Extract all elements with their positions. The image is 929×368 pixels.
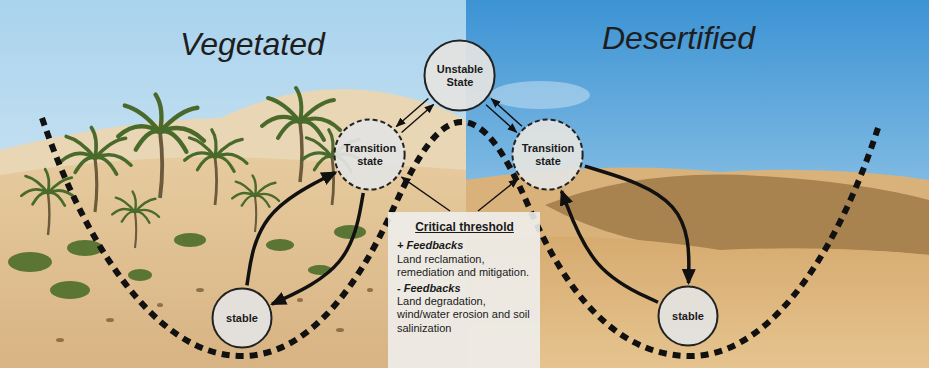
vegetated-photo-part (232, 176, 279, 232)
vegetated-photo-part (21, 169, 76, 235)
transition-arrow (491, 99, 522, 126)
region-label: Vegetated (180, 26, 325, 63)
region-label: Desertified (602, 20, 755, 57)
vegetated-photo-part-part (174, 233, 206, 247)
vegetated-photo-part-part (266, 239, 294, 251)
feedback-text: - Feedbacks (397, 282, 532, 295)
vegetated-photo-part-part (334, 225, 366, 239)
vegetated-photo-part-part (8, 252, 52, 272)
circle-outline (425, 41, 495, 111)
feedback-text: + Feedbacks (397, 239, 532, 252)
state-circle: stable (657, 285, 719, 347)
vegetated-photo-part-part (157, 303, 163, 307)
vegetated-photo-part-part (367, 288, 373, 292)
transition-circle: Transition state (511, 118, 584, 191)
vegetated-photo-part-part (196, 288, 204, 292)
vegetated-photo-part-part (106, 318, 114, 322)
transition-arrow (402, 177, 450, 211)
transition-arrow (402, 104, 434, 132)
feedback-arrow (585, 166, 689, 283)
desertified-photo-part (490, 81, 590, 109)
vegetated-photo-part-part (336, 328, 344, 332)
vegetated-photo-part (118, 95, 204, 198)
state-label: Transition state (340, 142, 400, 167)
circle-outline (659, 287, 718, 346)
state-label: stable (672, 310, 704, 323)
feedback-arrow (272, 193, 363, 304)
vegetated-photo-part (8, 225, 366, 299)
state-label: Unstable State (430, 63, 490, 88)
circle-outline (335, 120, 405, 190)
vegetated-photo-part-part (297, 298, 303, 302)
threshold-box: Critical threshold + FeedbacksLand reclam… (388, 212, 540, 368)
transition-arrow (486, 105, 517, 132)
vegetated-photo-part (112, 192, 159, 248)
transition-arrow (478, 179, 518, 211)
feedback-arrow (562, 191, 658, 302)
circle-outline (213, 289, 272, 348)
vegetated-photo-part-part (50, 281, 90, 299)
feedback-text: Land degradation, wind/water erosion and… (397, 295, 532, 335)
state-label: Transition state (518, 142, 578, 167)
transition-circle: Transition state (333, 118, 406, 191)
vegetated-photo-part-part (56, 338, 64, 342)
vegetated-photo-part-part (128, 269, 152, 281)
state-label: stable (226, 312, 258, 325)
vegetated-photo-part (262, 88, 340, 182)
feedback-text: Land reclamation, remediation and mitiga… (397, 253, 532, 279)
feedback-arrow (247, 172, 336, 285)
state-circle: stable (211, 287, 273, 349)
circle-outline (513, 120, 583, 190)
threshold-title: Critical threshold (397, 220, 532, 234)
state-circle: Unstable State (423, 39, 496, 112)
